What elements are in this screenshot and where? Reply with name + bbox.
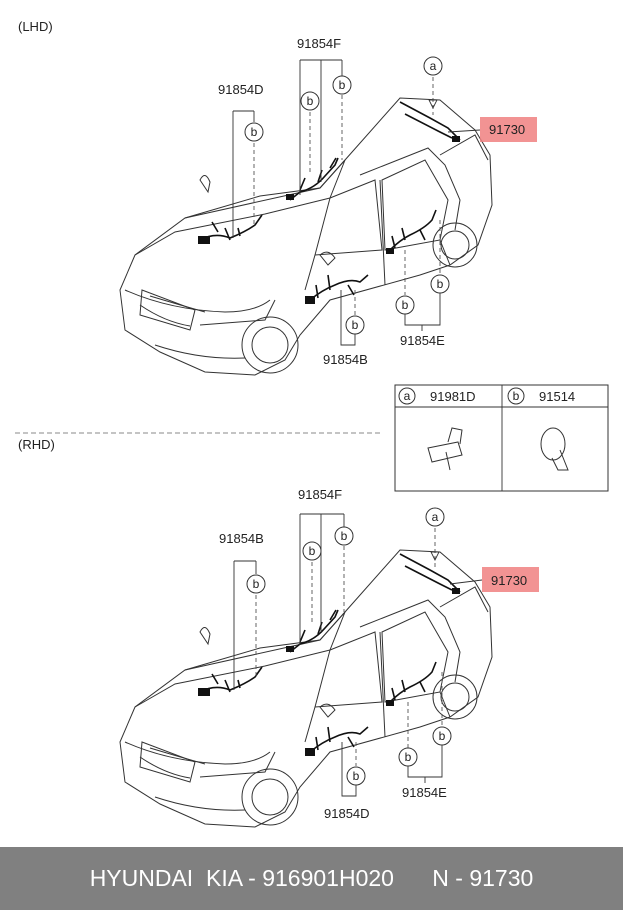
rhd-section-label: (RHD)	[18, 437, 55, 452]
legend-a-bubble: a	[398, 387, 416, 405]
lhd-label-91854F: 91854F	[297, 36, 341, 51]
svg-text:b: b	[339, 78, 346, 92]
rhd-callout-b-2: b	[334, 526, 354, 546]
svg-text:b: b	[251, 125, 258, 139]
lhd-label-91854B: 91854B	[323, 352, 368, 367]
svg-text:b: b	[309, 544, 316, 558]
lhd-callout-a: a	[423, 56, 443, 76]
rhd-callout-b-6: b	[432, 726, 452, 746]
rhd-callout-b-4: b	[346, 766, 366, 786]
lhd-highlight-91730	[480, 117, 537, 142]
rhd-highlight-91730	[482, 567, 539, 592]
svg-text:b: b	[253, 577, 260, 591]
lhd-callout-b-5: b	[395, 295, 415, 315]
lhd-callout-b-4: b	[345, 315, 365, 335]
rhd-label-91854F: 91854F	[298, 487, 342, 502]
rhd-label-91854E: 91854E	[402, 785, 447, 800]
svg-text:a: a	[432, 510, 439, 524]
clip-91981D-icon	[427, 427, 463, 471]
rhd-callout-a: a	[425, 507, 445, 527]
lhd-callout-b-2: b	[332, 75, 352, 95]
rhd-callout-b-1: b	[302, 541, 322, 561]
svg-text:b: b	[353, 769, 360, 783]
rhd-callout-b-3: b	[246, 574, 266, 594]
rhd-callout-b-5: b	[398, 747, 418, 767]
svg-text:b: b	[307, 94, 314, 108]
lhd-label-91854E: 91854E	[400, 333, 445, 348]
svg-text:b: b	[405, 750, 412, 764]
part-number-footer: HYUNDAI KIA - 916901H020 N - 91730	[0, 847, 623, 910]
lhd-section-label: (LHD)	[18, 19, 53, 34]
svg-text:b: b	[402, 298, 409, 312]
lhd-label-91854D: 91854D	[218, 82, 264, 97]
lhd-callout-b-6: b	[430, 274, 450, 294]
grommet-91514-icon	[540, 427, 569, 471]
svg-text:b: b	[341, 529, 348, 543]
rhd-label-91730: 91730	[491, 573, 527, 588]
legend-table: a 91981D b 91514	[394, 384, 609, 492]
lhd-callout-b-1: b	[300, 91, 320, 111]
svg-text:a: a	[404, 389, 411, 403]
legend-b-bubble: b	[507, 387, 525, 405]
legend-b-part: 91514	[539, 389, 575, 404]
svg-text:b: b	[439, 729, 446, 743]
rhd-label-91854B: 91854B	[219, 531, 264, 546]
wiring-diagram: (LHD) 91854F b b 91854D b a 91730 b 9185…	[15, 19, 609, 828]
lhd-label-91730: 91730	[489, 122, 525, 137]
legend-a-part: 91981D	[430, 389, 476, 404]
svg-text:b: b	[437, 277, 444, 291]
footer-text: HYUNDAI KIA - 916901H020 N - 91730	[89, 865, 534, 891]
svg-text:b: b	[513, 389, 520, 403]
svg-text:b: b	[352, 318, 359, 332]
rhd-label-91854D: 91854D	[324, 806, 370, 821]
svg-text:a: a	[430, 59, 437, 73]
lhd-callout-b-3: b	[244, 122, 264, 142]
